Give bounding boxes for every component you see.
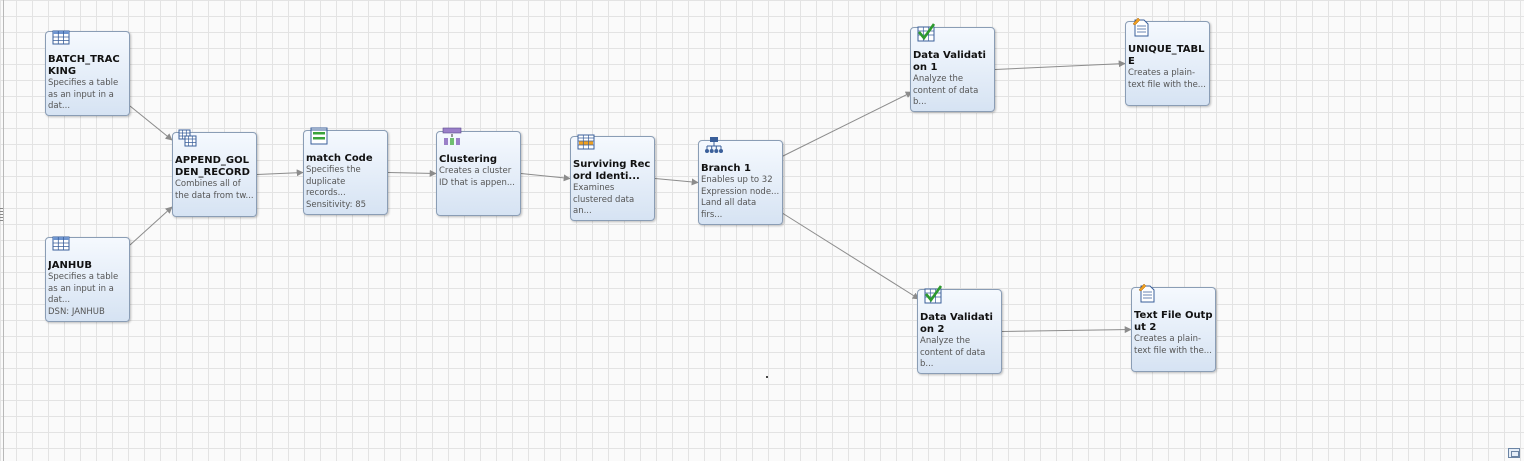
node-title: Data Validation 1 — [913, 50, 986, 73]
data-validation-icon — [923, 285, 943, 305]
node-description: Combines all of the data from tw... — [175, 179, 254, 201]
node-title: JANHUB — [48, 260, 92, 271]
node-janhub[interactable]: JANHUB Specifies a table as an input in … — [45, 236, 130, 322]
canvas-border — [3, 0, 4, 461]
canvas-dot — [766, 376, 768, 378]
append-icon — [178, 128, 198, 148]
table-icon — [51, 27, 71, 47]
node-title: Branch 1 — [701, 163, 751, 174]
text-file-output-icon — [1131, 17, 1151, 37]
node-data-validation-2[interactable]: Data Validation 2 Analyze the content of… — [917, 285, 1002, 374]
overview-toggle-icon[interactable] — [1508, 448, 1520, 458]
node-append-golden-record[interactable]: APPEND_GOLDEN_RECORD Combines all of the… — [172, 129, 257, 217]
node-description: Specifies a table as an input in a dat..… — [48, 272, 119, 305]
node-detail: Sensitivity: 85 — [306, 199, 367, 210]
node-title: BATCH_TRACKING — [48, 54, 120, 77]
edge-match-to-cluster[interactable] — [387, 169, 437, 177]
node-description: Specifies the duplicate records... — [306, 165, 361, 198]
node-text-file-output-2[interactable]: Text File Output 2 Creates a plain-text … — [1131, 283, 1216, 372]
node-title: Text File Output 2 — [1134, 310, 1213, 333]
edge-branch-to-dv2[interactable] — [780, 211, 920, 300]
splitter-handle[interactable] — [0, 208, 3, 222]
node-description: Analyze the content of data b... — [913, 74, 979, 107]
node-unique-table[interactable]: UNIQUE_TABLE Creates a plain-text file w… — [1125, 17, 1210, 106]
node-branch-1[interactable]: Branch 1 Enables up to 32 Expression nod… — [698, 137, 783, 225]
clustering-icon — [442, 127, 462, 147]
node-title: match Code — [306, 153, 373, 164]
data-validation-icon — [916, 23, 936, 43]
edge-dv2-to-tfo2[interactable] — [1001, 326, 1132, 334]
edge-batch-to-append[interactable] — [129, 105, 173, 141]
node-description: Analyze the content of data b... — [920, 336, 986, 369]
node-clustering[interactable]: Clustering Creates a cluster ID that is … — [436, 127, 521, 216]
node-description: Creates a plain-text file with the... — [1134, 334, 1212, 356]
text-file-output-icon — [1137, 283, 1157, 303]
node-batch-tracking[interactable]: BATCH_TRACKING Specifies a table as an i… — [45, 30, 130, 116]
match-code-icon — [309, 126, 329, 146]
branch-icon — [704, 136, 724, 156]
edge-cluster-to-surv[interactable] — [520, 173, 571, 182]
node-title: UNIQUE_TABLE — [1128, 44, 1205, 67]
edge-surv-to-branch[interactable] — [654, 178, 699, 186]
node-title: Surviving Record Identi... — [573, 159, 651, 182]
node-surviving-record-identification[interactable]: Surviving Record Identi... Examines clus… — [570, 134, 655, 221]
edge-branch-to-dv1[interactable] — [780, 91, 913, 158]
node-description: Enables up to 32 Expression node... — [701, 175, 780, 197]
edge-append-to-match[interactable] — [256, 169, 304, 177]
edge-dv1-to-uniq[interactable] — [994, 60, 1126, 70]
edge-janhub-to-append[interactable] — [129, 206, 173, 246]
node-detail: DSN: JANHUB — [48, 306, 105, 317]
surviving-record-icon — [576, 132, 596, 152]
node-title: Data Validation 2 — [920, 312, 993, 335]
node-description: Creates a cluster ID that is appen... — [439, 166, 515, 188]
node-detail: Land all data firs... — [701, 198, 757, 220]
node-match-code[interactable]: match Code Specifies the duplicate recor… — [303, 127, 388, 215]
node-title: Clustering — [439, 154, 498, 165]
node-description: Creates a plain-text file with the... — [1128, 68, 1206, 90]
node-title: APPEND_GOLDEN_RECORD — [175, 155, 250, 178]
table-icon — [51, 233, 71, 253]
node-description: Specifies a table as an input in a dat..… — [48, 78, 119, 111]
node-data-validation-1[interactable]: Data Validation 1 Analyze the content of… — [910, 23, 995, 112]
node-description: Examines clustered data an... — [573, 183, 635, 216]
